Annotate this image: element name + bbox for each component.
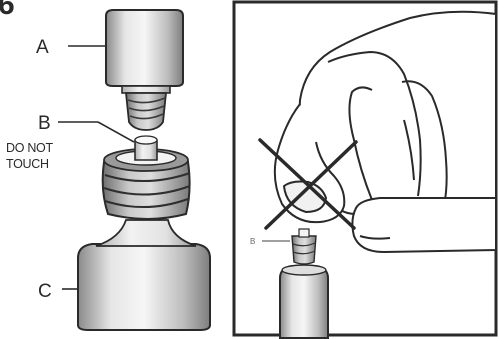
label-a: A xyxy=(36,37,49,58)
cap-a xyxy=(106,10,183,130)
small-label-b: B xyxy=(250,237,255,246)
warning-line-2: TOUCH xyxy=(6,157,49,171)
bottle-c xyxy=(78,136,210,330)
right-panel: B xyxy=(234,2,496,338)
figure-number: 6 xyxy=(0,0,15,21)
label-c: C xyxy=(38,281,52,302)
label-b: B xyxy=(38,113,51,134)
left-panel: A B DO NOT TOUCH C xyxy=(6,10,210,330)
small-bottle xyxy=(280,265,328,338)
warning-line-1: DO NOT xyxy=(6,141,53,155)
